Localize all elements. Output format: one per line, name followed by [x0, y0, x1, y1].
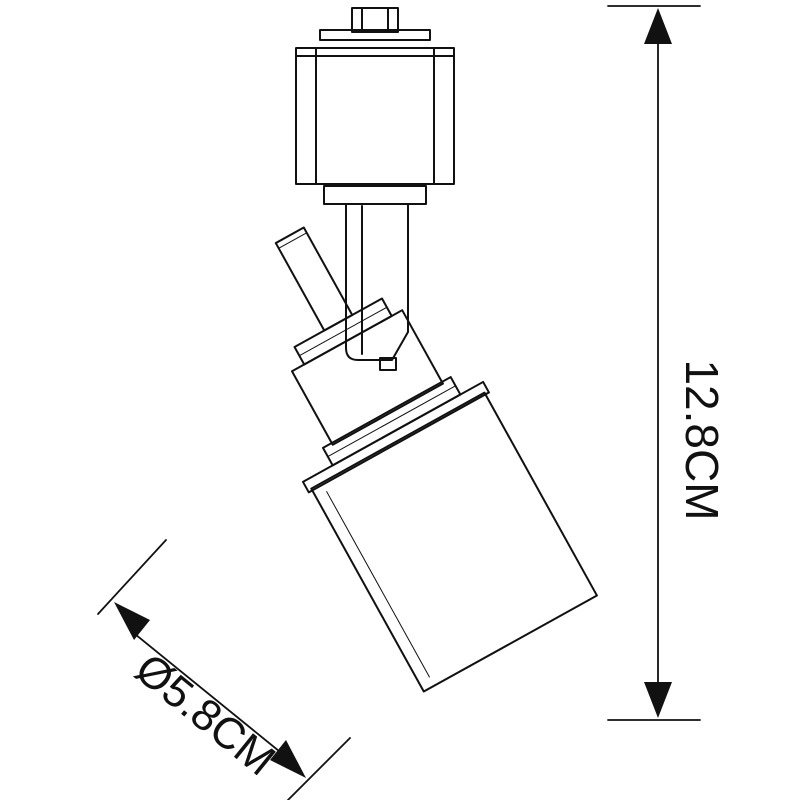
track-adapter: [295, 7, 455, 205]
diameter-extension-left: [97, 539, 167, 615]
height-dimension-label: 12.8CM: [676, 359, 728, 520]
adapter-top-connector: [351, 7, 399, 33]
arrow-up-icon: [644, 8, 672, 44]
joint-screw: [379, 357, 397, 371]
diameter-extension-right: [286, 737, 351, 800]
diameter-dimension: [97, 539, 351, 800]
lamp-body: [310, 391, 598, 693]
height-dimension: [607, 5, 701, 721]
diameter-dimension-line: [129, 629, 291, 761]
lamp-rim: [301, 380, 490, 494]
diameter-dimension-label: Ø5.8CM: [126, 644, 284, 785]
adapter-collar: [323, 185, 427, 205]
adapter-flange: [319, 29, 431, 41]
adapter-body: [295, 47, 455, 185]
rotated-lamp-assembly: [274, 226, 598, 693]
rear-rod: [274, 226, 354, 332]
arrow-right-icon: [270, 740, 306, 778]
stem: [345, 203, 409, 361]
arrow-left-icon: [114, 602, 150, 640]
arrow-down-icon: [644, 682, 672, 718]
